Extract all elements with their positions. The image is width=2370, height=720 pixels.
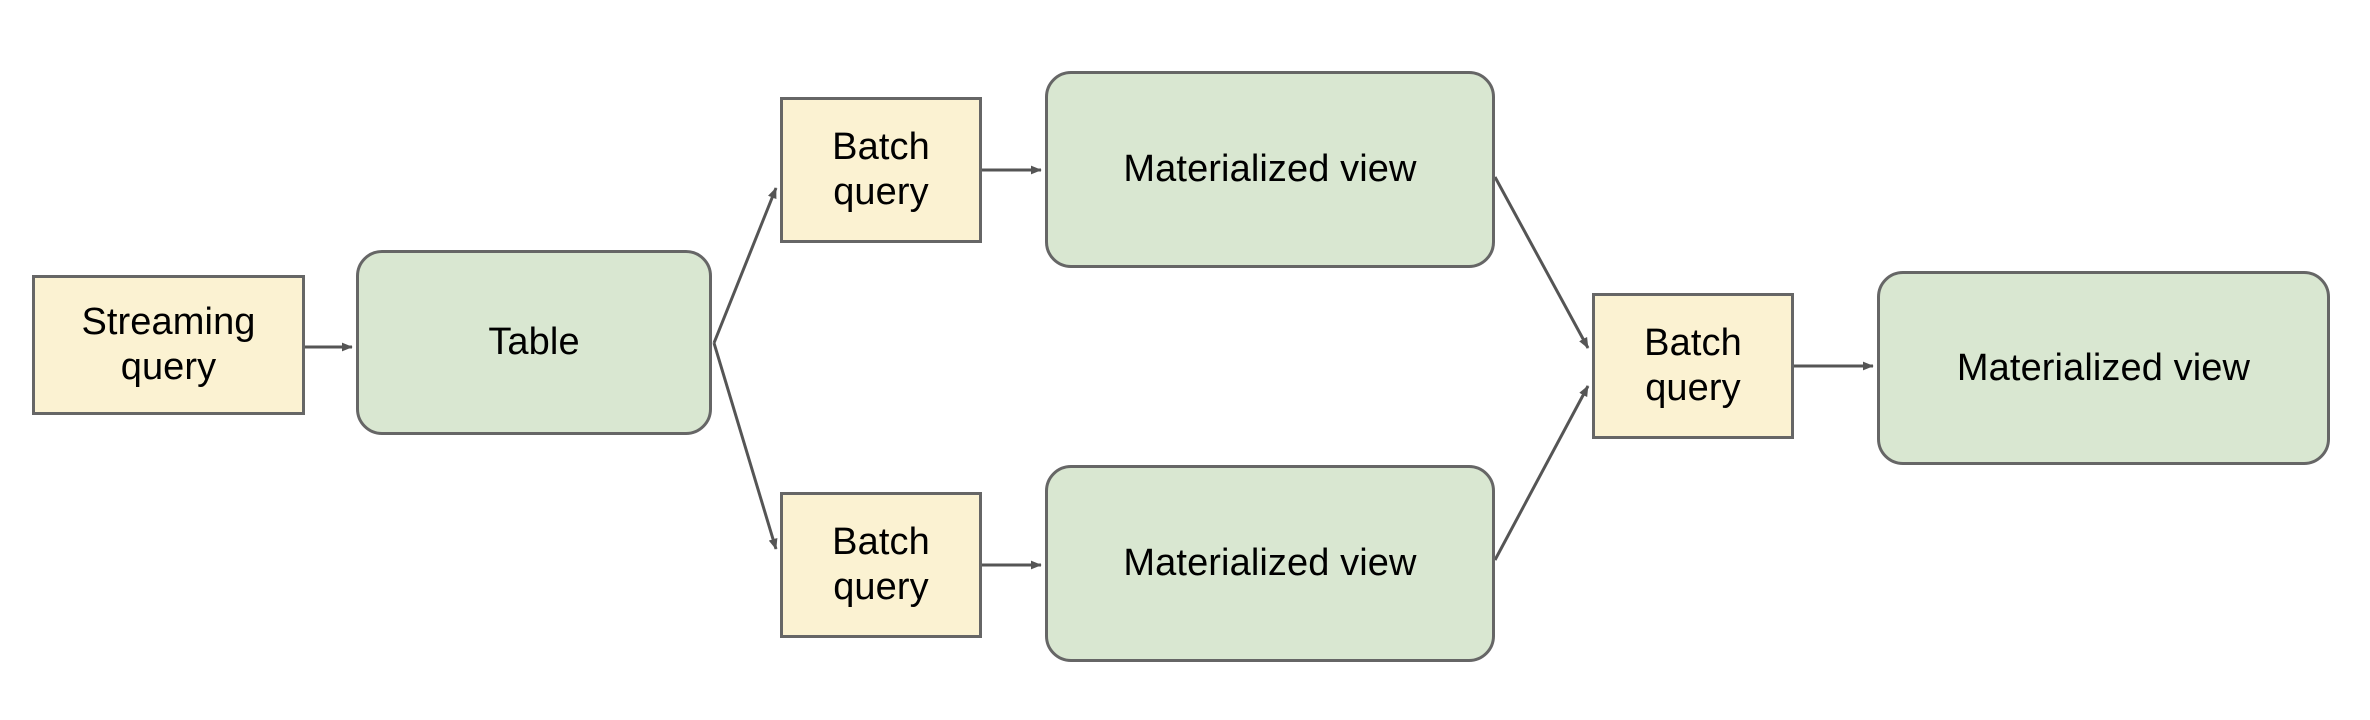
node-label-batch-query-bottom: Batch query	[832, 521, 930, 608]
node-label-batch-query-merge: Batch query	[1644, 322, 1742, 409]
node-label-streaming-query: Streaming query	[81, 301, 256, 388]
node-materialized-view-final[interactable]: Materialized view	[1877, 271, 2330, 465]
node-batch-query-merge[interactable]: Batch query	[1592, 293, 1794, 439]
node-label-materialized-view-final: Materialized view	[1956, 346, 2251, 389]
node-batch-query-bottom[interactable]: Batch query	[780, 492, 982, 638]
edge-table-to-batch-top	[712, 187, 778, 344]
node-label-materialized-view-top: Materialized view	[1123, 148, 1417, 191]
node-label-batch-query-top: Batch query	[832, 126, 930, 213]
node-label-table: Table	[488, 321, 580, 364]
node-materialized-view-bottom[interactable]: Materialized view	[1045, 465, 1495, 662]
edge-mv-bot-to-merge	[1493, 385, 1590, 561]
node-batch-query-top[interactable]: Batch query	[780, 97, 982, 243]
edge-table-to-batch-bot	[712, 342, 778, 550]
node-materialized-view-top[interactable]: Materialized view	[1045, 71, 1495, 268]
node-streaming-query[interactable]: Streaming query	[32, 275, 305, 415]
node-label-materialized-view-bottom: Materialized view	[1123, 542, 1417, 585]
node-table[interactable]: Table	[356, 250, 712, 435]
edge-mv-top-to-merge	[1493, 176, 1590, 349]
